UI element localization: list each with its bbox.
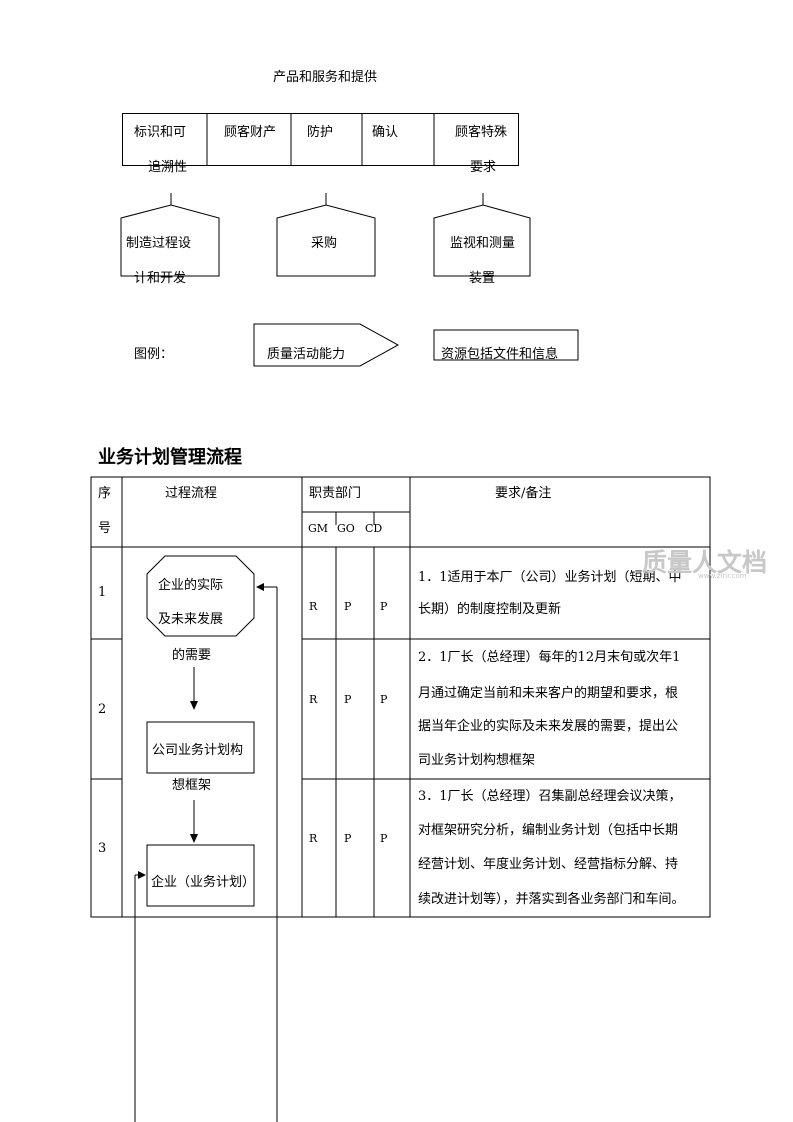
row-2-req-line2: 月通过确定当前和未来客户的期望和要求，根 — [418, 686, 679, 701]
header-seq-2: 号 — [98, 521, 112, 536]
legend-activity-shape — [253, 323, 400, 367]
header-dept: 职责部门 — [309, 486, 362, 501]
activity-shape-2 — [276, 204, 376, 277]
row-3-num: 3 — [98, 841, 107, 856]
diagram-heading: 产品和服务和提供 — [273, 70, 378, 85]
row-3-req-line4: 续改进计划等），并落实到各业务部门和车间。 — [418, 892, 685, 907]
box-1-line2: 追溯性 — [148, 160, 188, 175]
header-process: 过程流程 — [165, 486, 218, 501]
activity-1-line1: 制造过程设 — [126, 236, 192, 251]
row-2-num: 2 — [98, 702, 107, 717]
row-2-gm: R — [309, 693, 318, 706]
watermark-logo: 质量人文档 — [642, 548, 768, 577]
row-3-req-line2: 对框架研究分析，编制业务计划（包括中长期 — [418, 823, 679, 838]
flow-step1-line1: 企业的实际 — [158, 578, 224, 593]
activity-3-line1: 监视和测量 — [450, 236, 516, 251]
flow-step2-box — [146, 721, 255, 774]
activity-shape-3 — [433, 204, 531, 277]
row-2-req-line1: 2．1厂长（总经理）每年的12月末旬或次年1 — [418, 650, 681, 665]
legend-resource-label: 资源包括文件和信息 — [441, 347, 559, 362]
row-2-cd: P — [380, 693, 388, 706]
header-dept-gm: GM — [308, 522, 329, 535]
row-2-req-line4: 司业务计划构想框架 — [418, 753, 536, 768]
box-3-line1: 防护 — [307, 125, 334, 140]
row-1-num: 1 — [98, 585, 107, 600]
box-5-line2: 要求 — [470, 160, 497, 175]
box-1-line1: 标识和可 — [134, 125, 187, 140]
watermark-url: www.zlrlr.com — [698, 572, 747, 580]
row-3-req-line3: 经营计划、年度业务计划、经营指标分解、持 — [418, 857, 679, 872]
row-1-cd: P — [380, 600, 388, 613]
activity-2-line1: 采购 — [311, 236, 338, 251]
row-1-go: P — [344, 600, 352, 613]
header-seq-1: 序 — [98, 486, 112, 501]
flow-step3-box — [146, 844, 255, 907]
row-1-req-line1: 1．1适用于本厂（公司）业务计划（短期、中 — [418, 570, 682, 585]
row-1-gm: R — [309, 600, 318, 613]
row-1-req-line2: 长期）的制度控制及更新 — [418, 602, 562, 617]
row-2-go: P — [344, 693, 352, 706]
header-dept-cd: CD — [365, 522, 383, 535]
legend-resource-shape — [433, 329, 579, 361]
flow-step1-line2: 及未来发展 — [158, 612, 224, 627]
activity-shape-1 — [120, 204, 220, 277]
row-3-req-line1: 3．1厂长（总经理）召集副总经理会议决策， — [418, 789, 682, 804]
box-2-line1: 顾客财产 — [224, 125, 277, 140]
legend-label: 图例： — [134, 347, 174, 362]
row-3-gm: R — [309, 832, 318, 845]
row-3-cd: P — [380, 832, 388, 845]
flow-step3-label: 企业（业务计划） — [151, 875, 256, 890]
flow-step2-line1: 公司业务计划构 — [152, 743, 244, 758]
header-req: 要求/备注 — [495, 486, 552, 501]
output-box-row — [122, 113, 519, 166]
flow-step1-line3: 的需要 — [172, 648, 212, 663]
flow-step2-line2: 想框架 — [172, 778, 212, 793]
header-dept-go: GO — [337, 522, 355, 535]
section-title: 业务计划管理流程 — [98, 447, 242, 468]
activity-1-line2: 计和开发 — [134, 271, 187, 286]
activity-3-line2: 装置 — [469, 271, 496, 286]
row-2-req-line3: 据当年企业的实际及未来发展的需要，提出公 — [418, 719, 679, 734]
row-3-go: P — [344, 832, 352, 845]
flow-start-octagon — [146, 555, 255, 637]
box-4-line1: 确认 — [372, 125, 399, 140]
legend-activity-label: 质量活动能力 — [267, 347, 346, 362]
box-5-line1: 顾客特殊 — [455, 125, 508, 140]
